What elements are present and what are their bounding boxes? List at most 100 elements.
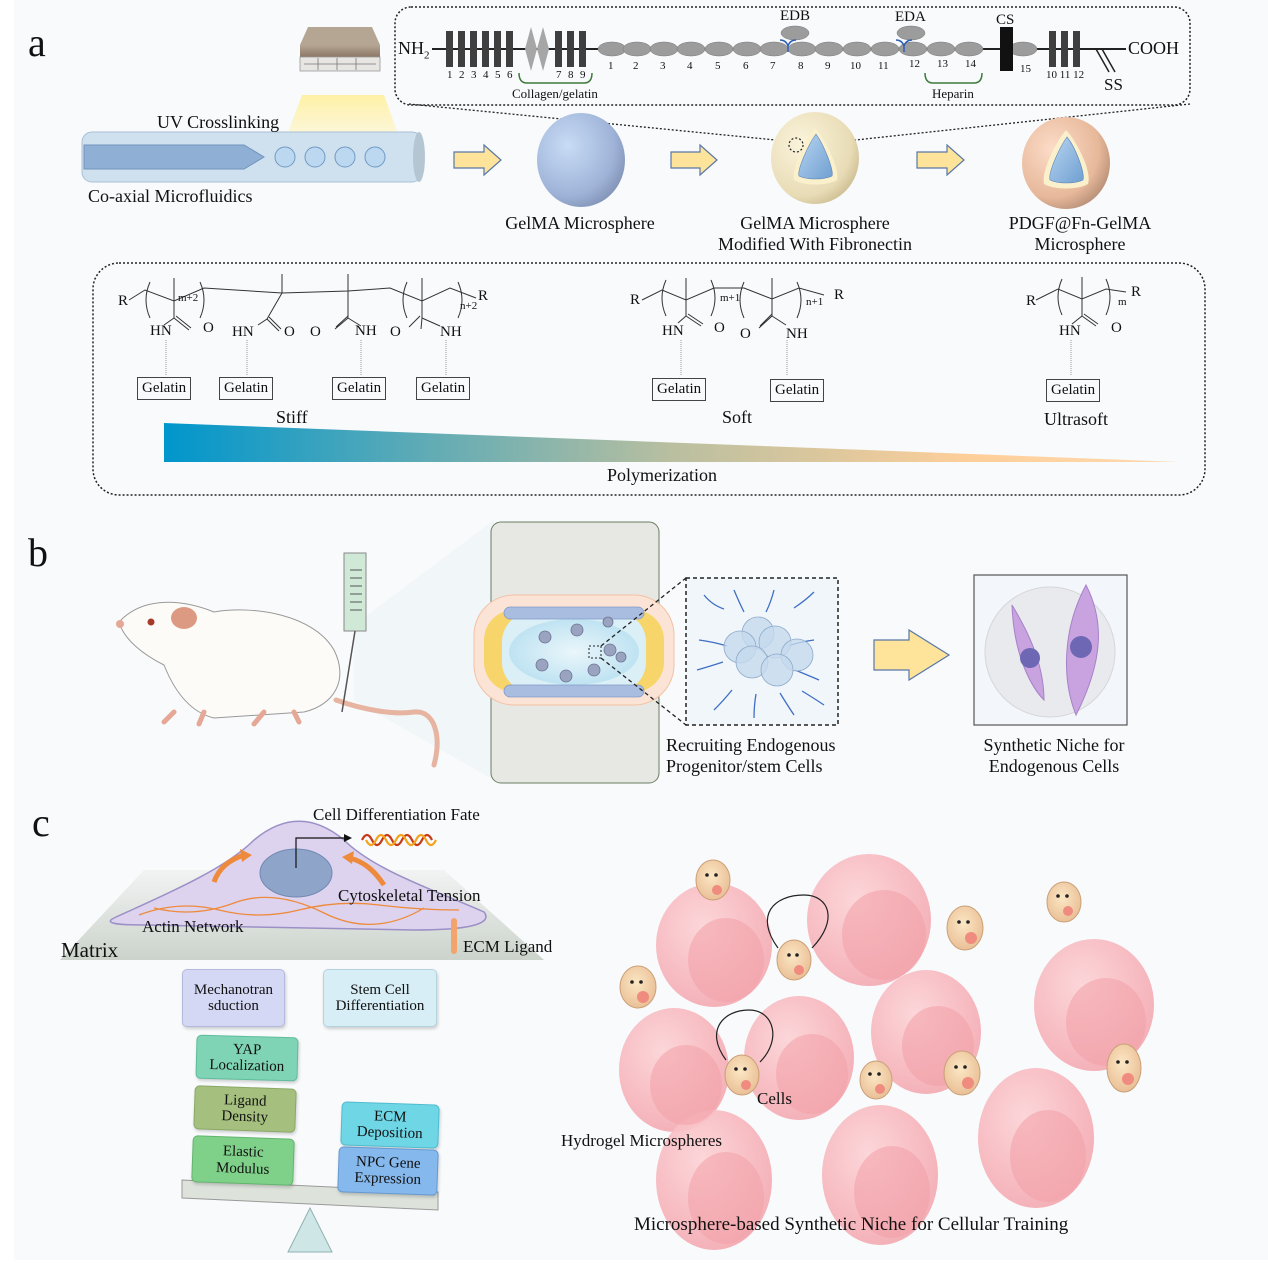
type1-module-number: 9 (580, 69, 586, 81)
type3-module-number: 4 (687, 60, 693, 72)
edb-label: EDB (780, 8, 810, 24)
cells-label: Cells (757, 1089, 792, 1108)
niche-label-line2: Endogenous Cells (988, 755, 1120, 776)
gelatin-box-stiff-4: Gelatin (416, 377, 471, 400)
gelatin-box-stiff-2: Gelatin (219, 377, 274, 400)
hn-1: HN (150, 323, 172, 339)
fate-arrow (295, 837, 344, 868)
stem-line1: Stem Cell (350, 981, 410, 998)
type3-modules (597, 25, 1038, 57)
gelma-microsphere-label: GelMA Microsphere (505, 213, 655, 233)
mechano-line2: sduction (208, 998, 259, 1014)
panel-label-c: c (32, 800, 50, 845)
collagen-gelatin-label: Collagen/gelatin (512, 86, 598, 101)
fibronectin-domain-box (394, 6, 1191, 106)
gelatin-box-stiff-3: Gelatin (332, 377, 387, 400)
inset-microspheres (723, 616, 814, 687)
cytoskeletal-tension-label: Cytoskeletal Tension (338, 886, 481, 905)
type1-module-number: 5 (495, 69, 501, 81)
stiff-label: Stiff (276, 407, 308, 427)
figure-canvas: a NH2 COOH EDB EDA CS SS 10 11 12 Collag… (14, 0, 1268, 1260)
uv-lamp-top (300, 27, 380, 45)
collagen-bracket (518, 72, 593, 84)
hydrogel-microspheres-label: Hydrogel Microspheres (561, 1131, 722, 1150)
polymerization-label: Polymerization (607, 465, 717, 485)
type1-module-number: 1 (447, 69, 453, 81)
tension-arrow-left (211, 852, 245, 883)
stem-line2: Differentiation (335, 998, 425, 1014)
r-group-soft-right: R (834, 287, 845, 303)
heparin-bracket (924, 72, 983, 84)
elastic-line1: Elastic (222, 1143, 264, 1161)
type1-right-numbers: 10 11 12 (1046, 69, 1085, 81)
uv-crosslinking-label: UV Crosslinking (157, 112, 280, 132)
rat-eye (147, 618, 155, 626)
gelatin-box-stiff-1: Gelatin (137, 377, 192, 400)
elastic-line2: Modulus (215, 1159, 270, 1178)
cs-label: CS (996, 12, 1015, 28)
type1-module-number: 7 (556, 69, 562, 81)
zoom-line-left (408, 103, 797, 143)
syringe-illustration (341, 552, 367, 713)
type3-module-number: 8 (798, 60, 804, 72)
seesaw-fulcrum (287, 1206, 333, 1253)
zoom-line-right (808, 103, 1191, 146)
hn-soft: HN (662, 323, 684, 339)
stiff-sub-left: m+2 (178, 292, 199, 304)
eda-label: EDA (895, 9, 926, 25)
inner-capillary (83, 144, 265, 170)
n-terminus-label: NH2 (398, 38, 430, 62)
polymer-bonds (128, 274, 1127, 332)
rat-ear (171, 607, 197, 629)
dna-strand (361, 833, 433, 847)
recruiting-label: Recruiting Endogenous Progenitor/stem Ce… (666, 735, 835, 776)
hn-2: HN (232, 324, 254, 340)
r-group-ultrasoft-left: R (1026, 293, 1037, 309)
arrow-1 (453, 143, 502, 177)
fn-microsphere-label-line2: Modified With Fibronectin (718, 233, 912, 254)
type2-modules (525, 27, 549, 71)
gelma-microsphere (537, 113, 625, 207)
tube-end (413, 132, 425, 182)
hn-ultrasoft: HN (1059, 323, 1081, 339)
niche-nucleus-right (1070, 636, 1092, 658)
polymerization-gradient (164, 423, 1179, 462)
type3-module-number: 14 (965, 58, 976, 70)
uv-lamp-body (300, 45, 380, 57)
actin-network-label: Actin Network (142, 917, 244, 936)
ecm-ligand-label: ECM Ligand (463, 937, 553, 956)
ultrasoft-sub: m (1118, 296, 1127, 308)
tension-arrow-right (349, 855, 387, 887)
gelatin-links (165, 340, 1072, 376)
o-3: O (310, 324, 321, 340)
process-arrows (453, 143, 965, 177)
panel-label-b: b (28, 530, 48, 575)
r-group-soft-left: R (630, 292, 641, 308)
type1-modules-right (1049, 31, 1080, 67)
disulfide-bond (1095, 48, 1116, 73)
type3-module-number: 7 (770, 60, 776, 72)
recruiting-label-line1: Recruiting Endogenous (666, 735, 836, 755)
jump-rope-1 (766, 894, 829, 949)
cs-module (1000, 27, 1013, 71)
ultrasoft-label: Ultrasoft (1044, 409, 1108, 429)
pdgf-microsphere-label-line1: PDGF@Fn-GelMA (1008, 213, 1152, 233)
niche-label-line1: Synthetic Niche for (983, 735, 1125, 755)
type3-module-number: 5 (715, 60, 721, 72)
fn-microsphere-label-line1: GelMA Microsphere (740, 213, 890, 233)
recruiting-label-line2: Progenitor/stem Cells (666, 755, 823, 776)
soft-sub-left: m+1 (720, 292, 741, 304)
nh-1: NH (355, 323, 377, 339)
yap-line2: Localization (209, 1057, 285, 1075)
niche-nucleus-left (1020, 648, 1040, 668)
figure-artwork (60, 6, 1206, 1253)
r-group-ultrasoft-right: R (1131, 284, 1142, 300)
r-group-stiff-left: R (118, 293, 129, 309)
ecm-line2: Deposition (356, 1123, 423, 1143)
yap-line1: YAP (232, 1041, 262, 1058)
stiff-sub-right: n+2 (460, 300, 478, 312)
